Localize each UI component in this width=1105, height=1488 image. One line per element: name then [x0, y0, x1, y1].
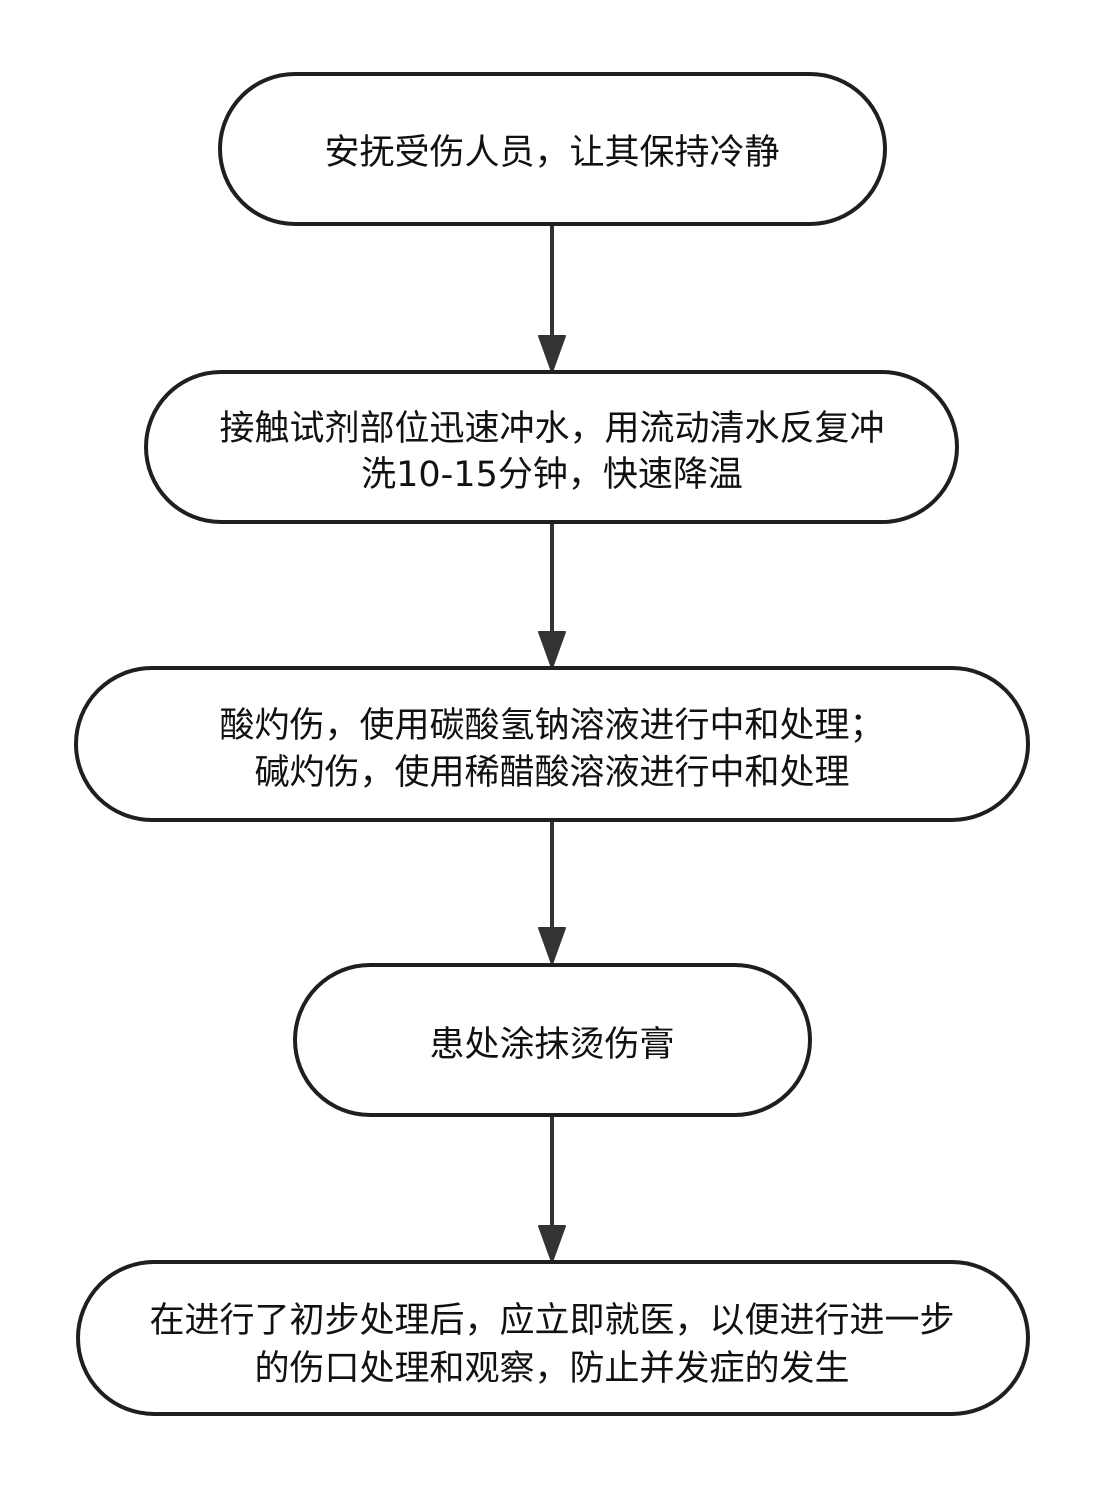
flow-node-rinse-water: 接触试剂部位迅速冲水，用流动清水反复冲 洗10-15分钟，快速降温 — [144, 370, 959, 524]
flow-node-text: 碱灼伤，使用稀醋酸溶液进行中和处理 — [254, 753, 849, 793]
flow-node-text: 酸灼伤，使用碳酸氢钠溶液进行中和处理； — [219, 706, 884, 746]
arrowhead-icon — [538, 335, 566, 373]
flow-node-neutralize: 酸灼伤，使用碳酸氢钠溶液进行中和处理； 碱灼伤，使用稀醋酸溶液进行中和处理 — [74, 666, 1030, 822]
flow-node-burn-ointment: 患处涂抹烫伤膏 — [293, 963, 812, 1117]
edge-n2-n3 — [538, 522, 566, 669]
flow-node-text: 安抚受伤人员，让其保持冷静 — [324, 133, 779, 173]
flow-node-seek-medical: 在进行了初步处理后，应立即就医，以便进行进一步 的伤口处理和观察，防止并发症的发… — [76, 1260, 1030, 1416]
flow-node-text: 患处涂抹烫伤膏 — [429, 1025, 674, 1065]
edge-n1-n2 — [538, 224, 566, 373]
arrowhead-icon — [538, 927, 566, 965]
edge-n3-n4 — [538, 820, 566, 965]
edge-n4-n5 — [538, 1115, 566, 1263]
flow-node-text: 洗10-15分钟，快速降温 — [361, 455, 743, 495]
flow-node-text: 接触试剂部位迅速冲水，用流动清水反复冲 — [219, 409, 884, 449]
arrowhead-icon — [538, 631, 566, 669]
flow-node-calm-injured: 安抚受伤人员，让其保持冷静 — [218, 72, 887, 226]
flow-node-text: 的伤口处理和观察，防止并发症的发生 — [254, 1349, 849, 1389]
arrowhead-icon — [538, 1225, 566, 1263]
flow-node-text: 在进行了初步处理后，应立即就医，以便进行进一步 — [149, 1301, 954, 1341]
